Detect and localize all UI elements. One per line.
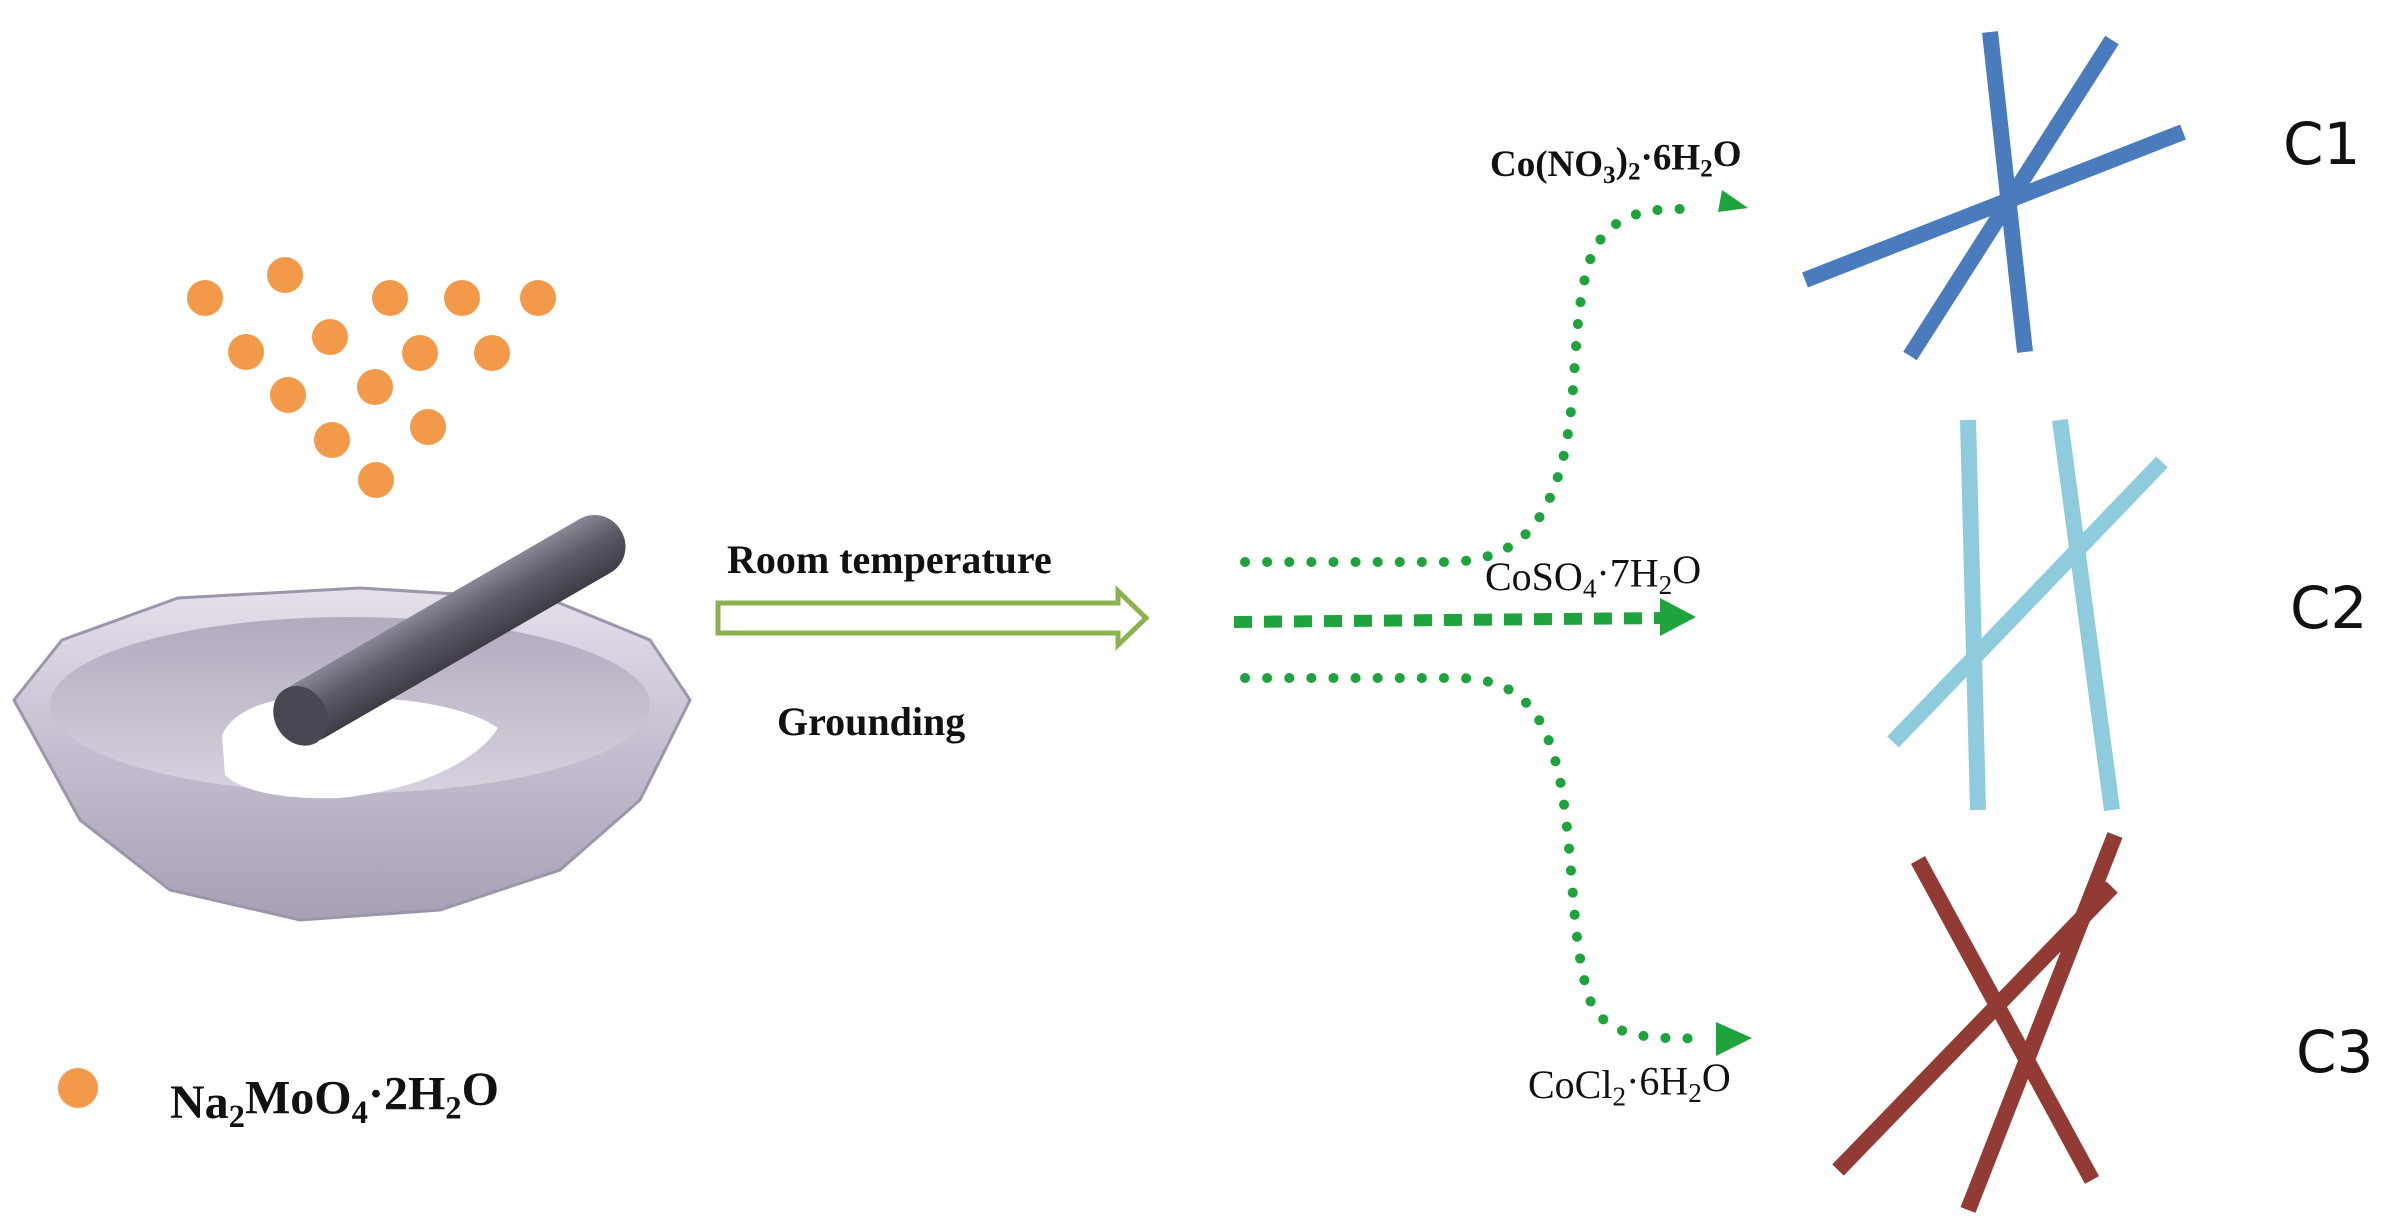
product-c3: C3 bbox=[1832, 832, 2373, 1213]
powder-dot bbox=[187, 280, 223, 316]
powder-dot bbox=[372, 280, 408, 316]
powder-dot bbox=[520, 280, 556, 316]
branch-path-middle bbox=[1233, 612, 1666, 628]
product-label-c1: C1 bbox=[2283, 110, 2360, 178]
arrowhead-bottom-icon bbox=[1716, 1022, 1752, 1056]
pestle bbox=[273, 515, 626, 746]
powder-dot bbox=[474, 335, 510, 371]
powder-dot bbox=[444, 280, 480, 316]
powder-dot bbox=[228, 334, 264, 370]
product-label-c3: C3 bbox=[2296, 1018, 2373, 1086]
powder-dot bbox=[357, 369, 393, 405]
crystal-cluster-c1-icon bbox=[1802, 31, 2186, 361]
powder-dot bbox=[267, 257, 303, 293]
powder-dot bbox=[402, 335, 438, 371]
powder-dot bbox=[410, 409, 446, 445]
arrowhead-middle-icon bbox=[1660, 598, 1696, 636]
crystal-cluster-c2-icon bbox=[1887, 418, 2168, 812]
legend-dot bbox=[58, 1068, 98, 1108]
condition-top: Room temperature bbox=[727, 537, 1052, 582]
branch-path-top bbox=[1240, 204, 1705, 567]
powder-particles bbox=[187, 257, 556, 498]
arrowhead-top-icon bbox=[1718, 190, 1748, 212]
product-c2: C2 bbox=[1887, 418, 2367, 812]
product-c1: C1 bbox=[1802, 31, 2360, 361]
condition-bottom: Grounding bbox=[777, 699, 965, 744]
reagent-label-middle: CoSO4·7H2O bbox=[1485, 547, 1701, 604]
powder-dot bbox=[270, 377, 306, 413]
reagent-label-bottom: CoCl2·6H2O bbox=[1528, 1055, 1731, 1112]
reaction-branches bbox=[1233, 190, 1752, 1056]
crystal-cluster-c3-icon bbox=[1832, 832, 2123, 1213]
legend: Na2MoO4·2H2O bbox=[58, 1063, 499, 1135]
process-arrow: Room temperature Grounding bbox=[715, 537, 1150, 744]
product-label-c2: C2 bbox=[2290, 574, 2367, 642]
mortar-and-pestle-image bbox=[12, 515, 692, 922]
powder-dot bbox=[358, 462, 394, 498]
branch-path-bottom bbox=[1240, 673, 1713, 1044]
hollow-arrow-icon bbox=[715, 585, 1150, 651]
reagent-label-top: Co(NO3)2·6H2O bbox=[1490, 134, 1742, 189]
powder-dot bbox=[312, 319, 348, 355]
powder-dot bbox=[314, 422, 350, 458]
legend-reagent: Na2MoO4·2H2O bbox=[170, 1063, 499, 1135]
reagent-labels: Co(NO3)2·6H2O CoSO4·7H2O CoCl2·6H2O bbox=[1485, 134, 1742, 1112]
